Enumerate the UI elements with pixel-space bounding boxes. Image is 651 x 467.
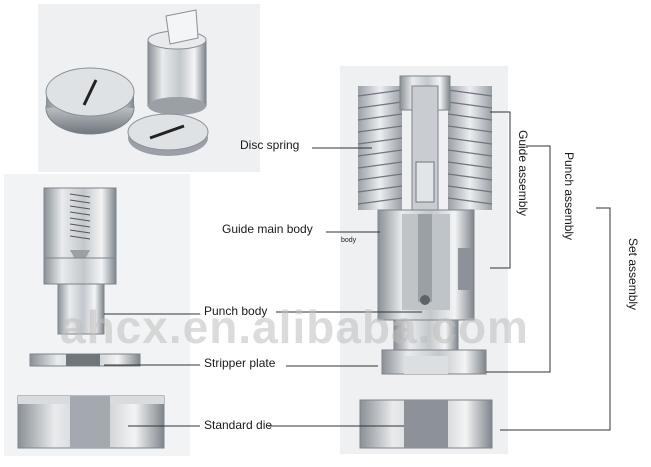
exploded-stripper-plate [30,354,140,366]
label-set-assembly: Set assembly [626,238,640,310]
label-standard-die: Standard die [204,418,272,432]
label-punch-body: Punch body [204,304,267,318]
section-disc-spring-right [448,86,492,210]
label-body-fragment: body [341,237,356,244]
label-punch-assembly: Punch assembly [562,152,576,240]
label-disc-spring: Disc spring [240,138,299,152]
exploded-standard-die [18,396,164,448]
watermark: ahcx.en.alibaba.com [60,300,529,354]
label-guide-assembly: Guide assembly [516,130,530,216]
label-stripper-plate: Stripper plate [204,356,275,370]
label-guide-main-body: Guide main body [222,222,313,236]
